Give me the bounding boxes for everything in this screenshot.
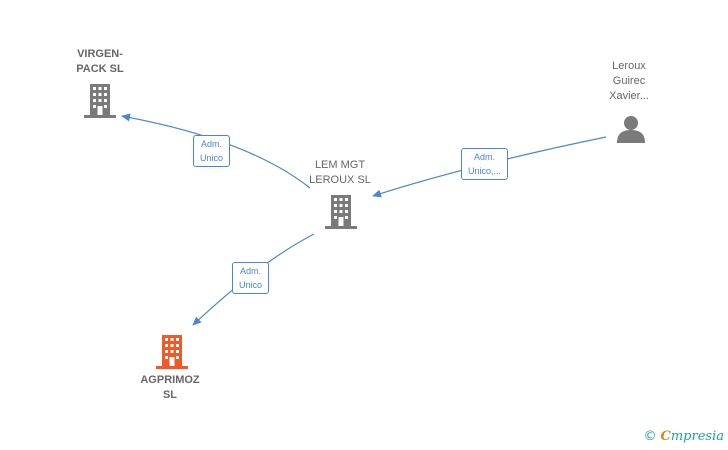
building-icon[interactable]	[325, 195, 357, 229]
company-label-lem[interactable]: LEM MGT LEROUX SL	[309, 159, 371, 186]
empresia-logo: ©Cmpresia	[644, 429, 725, 444]
edge-label-lem-virgen: Adm. Unico	[193, 135, 231, 167]
copyright-symbol: ©	[643, 429, 657, 444]
edge-label-lem-agprimoz: Adm. Unico	[232, 262, 270, 294]
edge-lem-to-virgen	[121, 113, 311, 189]
brand-initial: C	[660, 429, 671, 444]
person-icon[interactable]	[616, 114, 646, 144]
edge-label-leroux-lem: Adm. Unico,...	[461, 148, 509, 180]
person-label-leroux[interactable]: Leroux Guirec Xavier...	[609, 60, 649, 102]
building-icon[interactable]	[84, 84, 116, 118]
brand-name: mpresia	[670, 429, 724, 444]
building-icon[interactable]	[156, 335, 188, 369]
company-label-agprimoz[interactable]: AGPRIMOZ SL	[140, 374, 200, 401]
company-label-virgen[interactable]: VIRGEN- PACK SL	[76, 48, 124, 75]
